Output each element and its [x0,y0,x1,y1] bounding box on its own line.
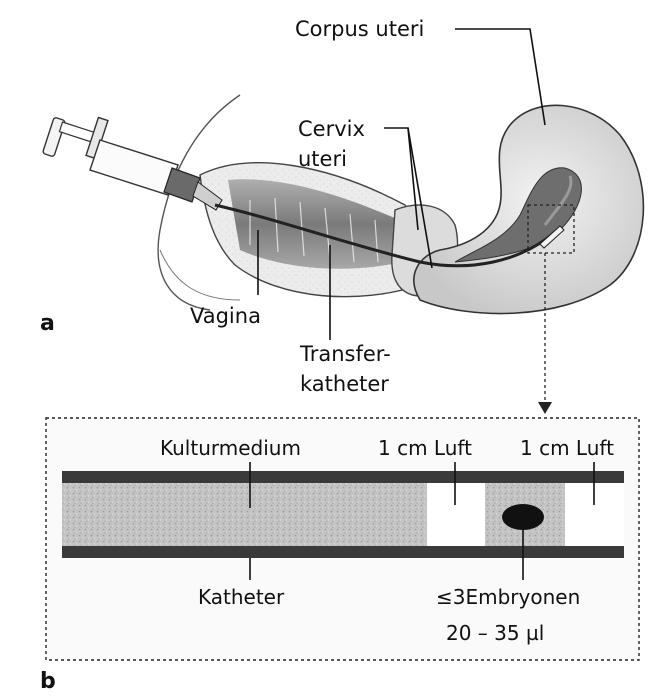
label-volume: 20 – 35 µl [446,621,544,645]
catheter-wall-bottom [62,546,624,558]
label-vagina: Vagina [190,304,261,328]
label-luft-1: 1 cm Luft [378,436,472,460]
embryo-icon [502,504,544,530]
label-transfer-line2: katheter [300,372,389,396]
label-kulturmedium: Kulturmedium [160,436,301,460]
label-cervix-line1: Cervix [298,117,365,141]
vaginal-lumen [228,179,412,268]
panel-letter-b: b [40,669,56,694]
label-luft-2: 1 cm Luft [520,436,614,460]
panel-a: Corpus uteri Cervix uteri Vagina Transfe… [40,17,643,414]
culture-medium-segment [62,483,427,546]
label-corpus-uteri: Corpus uteri [295,17,424,41]
syringe-barrel [90,140,178,195]
catheter-wall-top [62,471,624,483]
label-katheter: Katheter [198,585,285,609]
syringe [42,117,222,210]
panel-letter-a: a [40,311,55,336]
air-gap-segment-1 [427,483,485,546]
label-cervix-line2: uteri [298,147,347,171]
panel-b: Kulturmedium 1 cm Luft 1 cm Luft Kathete… [40,418,639,694]
zoom-arrowhead [538,402,552,414]
label-transfer-line1: Transfer- [299,342,391,366]
label-embryonen: ≤3Embryonen [436,585,580,609]
